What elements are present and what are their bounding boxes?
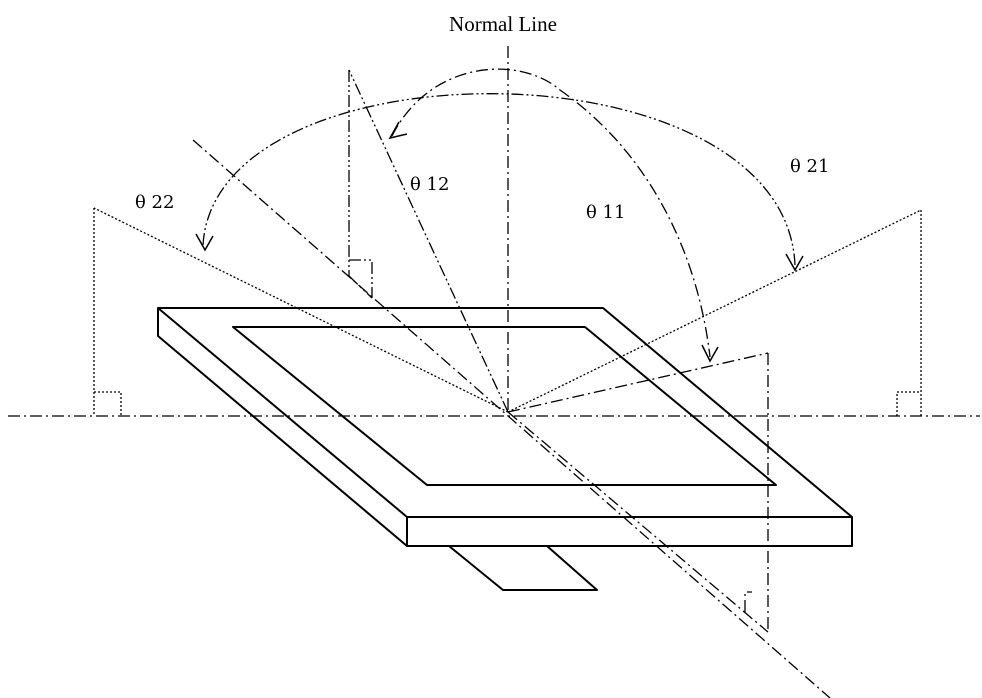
- arrowhead-theta-22: [195, 233, 214, 252]
- plane-12-corner-marker: [349, 259, 373, 298]
- arrowhead-theta-12: [388, 121, 408, 140]
- theta-11-label: θ 11: [586, 202, 625, 223]
- plane-11-floor: [507, 411, 769, 633]
- theta-12-label: θ 12: [410, 174, 449, 195]
- theta-22-label: θ 22: [135, 192, 174, 213]
- arc-theta-21-22: [202, 93, 796, 266]
- plane-11-corner-marker: [744, 591, 752, 612]
- plane-12-ray: [348, 69, 509, 413]
- plane-21-ray: [507, 209, 922, 413]
- right-angle-marker-left: [94, 391, 122, 416]
- panel-side-edge: [157, 308, 408, 547]
- arrowhead-theta-21: [785, 253, 804, 272]
- theta-21-label: θ 21: [790, 156, 829, 177]
- arrowhead-theta-11: [701, 344, 719, 363]
- right-angle-marker-right: [896, 391, 921, 416]
- plane-22-ray: [93, 207, 509, 413]
- panel-top-inner: [232, 326, 777, 486]
- diagonal-axis-line: [192, 139, 831, 698]
- panel-front-edge: [406, 517, 853, 547]
- normal-line-label: Normal Line: [449, 12, 557, 36]
- plane-11-ray: [507, 352, 769, 413]
- panel-stand: [448, 545, 598, 591]
- arc-theta-11-12: [391, 68, 711, 358]
